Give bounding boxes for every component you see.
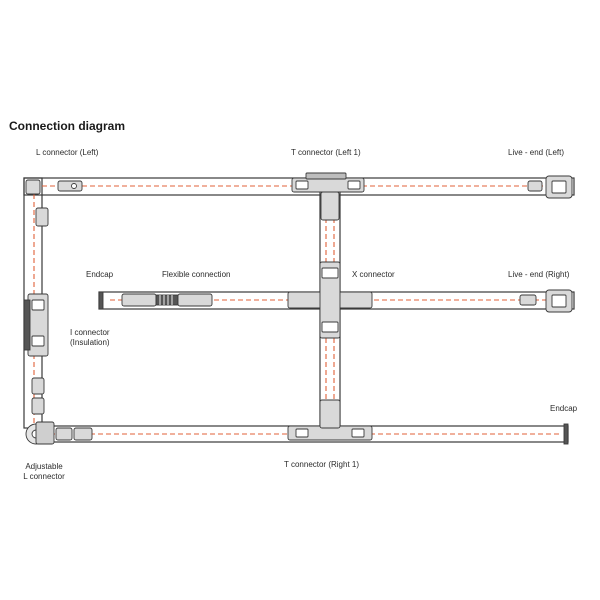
label-live-end-left: Live - end (Left) bbox=[508, 148, 565, 157]
endcap-middle bbox=[98, 291, 104, 310]
l-connector-left bbox=[25, 179, 83, 227]
label-adjustable: Adjustable bbox=[25, 462, 63, 471]
components bbox=[23, 172, 573, 445]
live-end-right bbox=[519, 289, 573, 313]
label-endcap-bottom: Endcap bbox=[550, 404, 578, 413]
endcap-bottom bbox=[563, 423, 569, 445]
wiring-path bbox=[33, 185, 562, 435]
label-i-connector: I connector bbox=[70, 328, 110, 337]
i-connector bbox=[23, 293, 49, 357]
track-rails bbox=[23, 177, 575, 443]
adjustable-l-connector bbox=[25, 421, 55, 445]
label-flexible-connection: Flexible connection bbox=[162, 270, 231, 279]
flexible-connection bbox=[121, 293, 213, 307]
label-l-connector-left: L connector (Left) bbox=[36, 148, 99, 157]
label-endcap-middle: Endcap bbox=[86, 270, 114, 279]
label-x-connector: X connector bbox=[352, 270, 395, 279]
t-connector-left1 bbox=[291, 172, 365, 221]
label-l-connector: L connector bbox=[23, 472, 65, 481]
diagram-title: Connection diagram bbox=[9, 119, 126, 133]
label-i-connector-insulation: (Insulation) bbox=[70, 338, 110, 347]
label-t-connector-left1: T connector (Left 1) bbox=[291, 148, 361, 157]
label-live-end-right: Live - end (Right) bbox=[508, 270, 570, 279]
bottom-track-clips bbox=[55, 427, 93, 441]
x-connector bbox=[287, 261, 373, 339]
label-t-connector-right1: T connector (Right 1) bbox=[284, 460, 359, 469]
t-connector-right1 bbox=[287, 399, 373, 441]
left-track-clips bbox=[31, 377, 45, 415]
live-end-left bbox=[527, 175, 573, 199]
